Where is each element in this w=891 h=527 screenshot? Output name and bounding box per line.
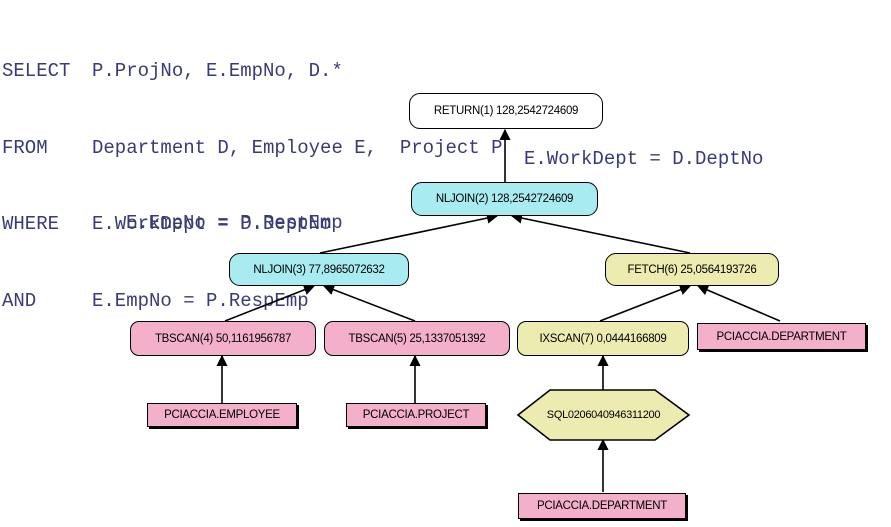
sql-from-body: Department D, Employee E, Project P xyxy=(92,136,503,159)
department-table-index: PCIACCIA.DEPARTMENT xyxy=(518,493,686,519)
return-node: RETURN(1) 128,2542724609 xyxy=(409,93,603,129)
ixscan7-node: IXSCAN(7) 0,0444166809 xyxy=(517,321,689,356)
sql-keyword: FROM xyxy=(2,136,48,159)
edge-department-fetch6 xyxy=(696,284,781,322)
edge-fetch6-nljoin2 xyxy=(510,212,691,254)
sql-and-body: E.EmpNo = P.RespEmp xyxy=(92,289,309,312)
sql-from-line: FROM Department D, Employee E, Project P xyxy=(2,136,502,162)
index-hexagon xyxy=(516,389,691,441)
sql-select-line: SELECT P.ProjNo, E.EmpNo, D.* xyxy=(2,59,502,85)
outer-join-condition: E.WorkDept = D.DeptNo xyxy=(524,148,764,170)
sql-where-line: WHERE E.WorkDept = D.DeptNo xyxy=(2,212,502,238)
sql-and-line: AND E.EmpNo = P.RespEmp xyxy=(2,289,502,315)
sql-where-body: E.WorkDept = D.DeptNo xyxy=(92,213,332,235)
fetch6-node: FETCH(6) 25,0564193726 xyxy=(605,253,779,286)
edge-tbscan4-nljoin3 xyxy=(224,284,316,322)
project-table: PCIACCIA.PROJECT xyxy=(346,403,486,427)
edge-nljoin3-nljoin2 xyxy=(319,212,499,254)
edge-tbscan5-nljoin3 xyxy=(322,284,416,322)
tbscan5-node: TBSCAN(5) 25,1337051392 xyxy=(324,321,510,356)
tbscan4-node: TBSCAN(4) 50,1161956787 xyxy=(130,321,316,356)
nljoin2-node: NLJOIN(2) 128,2542724609 xyxy=(411,182,598,216)
sql-keyword: AND xyxy=(2,289,37,312)
sql-query: SELECT P.ProjNo, E.EmpNo, D.* FROM Departm… xyxy=(2,8,502,340)
sql-keyword: WHERE xyxy=(2,213,60,235)
department-table-fetch: PCIACCIA.DEPARTMENT xyxy=(697,323,866,350)
index-node-label: SQL0206040946311200 xyxy=(546,409,661,421)
sql-select-body: P.ProjNo, E.EmpNo, D.* xyxy=(92,60,343,82)
nljoin3-node: NLJOIN(3) 77,8965072632 xyxy=(229,253,409,286)
employee-table: PCIACCIA.EMPLOYEE xyxy=(147,403,297,427)
sql-keyword: SELECT xyxy=(2,60,71,82)
inner-join-condition: E.EmpNo = P.RespEmp xyxy=(126,212,343,234)
edge-ixscan7-fetch6 xyxy=(599,284,692,322)
